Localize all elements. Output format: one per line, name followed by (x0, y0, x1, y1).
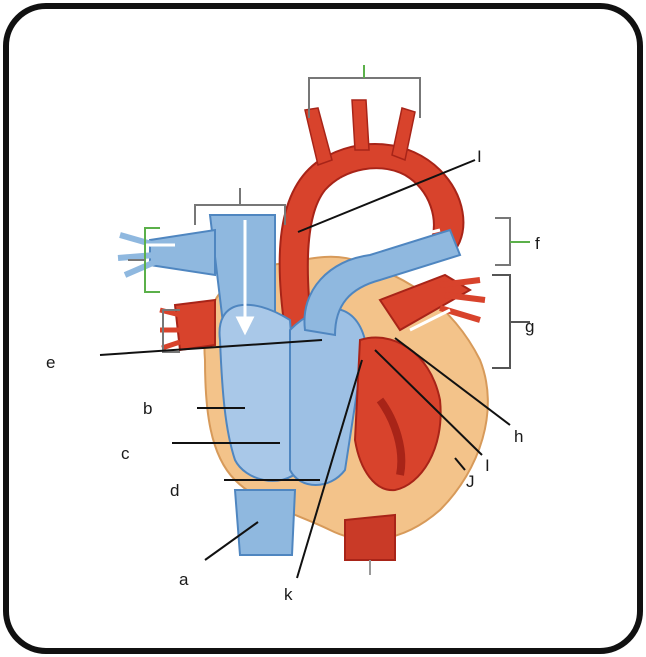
label-k: k (284, 585, 293, 604)
label-i-lower: I (485, 456, 490, 475)
label-g: g (525, 317, 534, 336)
label-c: c (121, 444, 130, 463)
label-h: h (514, 427, 523, 446)
label-e: e (46, 353, 55, 372)
label-d: d (170, 481, 179, 500)
inferior-vena-cava (235, 490, 295, 555)
label-a: a (179, 570, 189, 589)
label-i-top: I (477, 147, 482, 166)
label-b: b (143, 399, 152, 418)
label-f: f (535, 234, 540, 253)
label-j: J (466, 472, 475, 491)
